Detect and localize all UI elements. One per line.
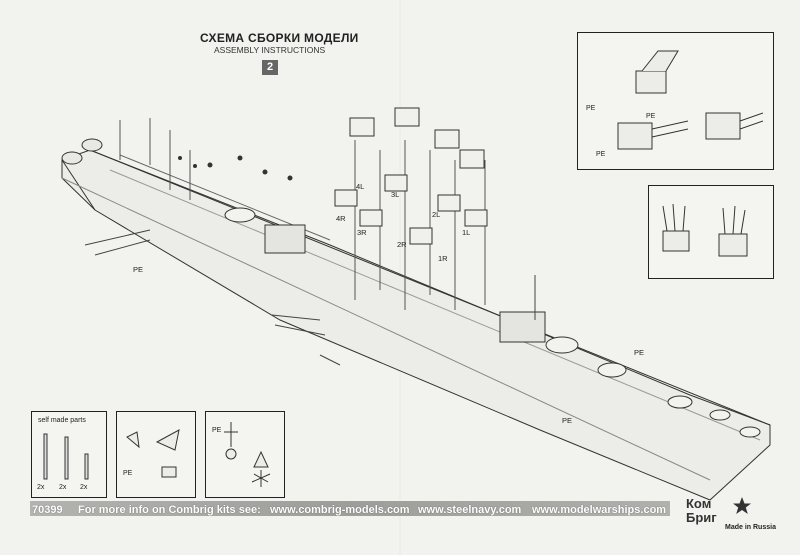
pe-parts-box-2: PE <box>205 411 285 498</box>
kit-number: 70399 <box>32 504 63 516</box>
pe-parts-box-1: PE <box>116 411 196 498</box>
footer-background <box>30 501 670 516</box>
pe-box-2-label: PE <box>212 427 222 434</box>
turret-detail-drawing <box>617 50 764 150</box>
turret-label-1l: 1L <box>462 228 471 237</box>
footer-link-steelnavy[interactable]: www.steelnavy.com <box>418 504 522 516</box>
inset-secondary-mounts <box>648 185 774 279</box>
inset-pe-label-1: PE <box>586 105 596 112</box>
turret-label-2l: 2L <box>432 210 441 219</box>
turret-label-4l: 4L <box>356 182 365 191</box>
turret-label-4r: 4R <box>336 214 346 223</box>
turret-label-2r: 2R <box>397 240 407 249</box>
pe-box-1-label: PE <box>123 470 133 477</box>
self-made-parts-title: self made parts <box>38 417 86 424</box>
step-number-badge: 2 <box>262 60 278 75</box>
self-made-parts-box: self made parts 2x 2x 2x <box>31 411 107 498</box>
logo-tagline: Made in Russia <box>725 524 776 531</box>
page-subtitle: ASSEMBLY INSTRUCTIONS <box>214 45 326 55</box>
rod-parts-drawing <box>43 433 89 480</box>
self-made-count-3: 2x <box>80 484 88 491</box>
inset-pe-label-2: PE <box>646 113 656 120</box>
turret-label-3r: 3R <box>357 228 367 237</box>
footer-bar: 70399 For more info on Combrig kits see:… <box>30 500 670 520</box>
footer-info-text: For more info on Combrig kits see: <box>78 504 261 516</box>
logo-line-2: Бриг <box>686 510 717 525</box>
page-title: СХЕМА СБОРКИ МОДЕЛИ <box>200 31 359 45</box>
pe-label-deck: PE <box>562 416 573 425</box>
self-made-count-1: 2x <box>37 484 45 491</box>
footer-link-modelwarships[interactable]: www.modelwarships.com <box>532 504 667 516</box>
self-made-count-2: 2x <box>59 484 67 491</box>
footer-link-combrig[interactable]: www.combrig-models.com <box>270 504 410 516</box>
star-icon <box>733 497 751 514</box>
turret-label-3l: 3L <box>391 190 400 199</box>
pe-label-bow: PE <box>634 348 645 357</box>
pe-parts-drawing-1 <box>126 429 180 478</box>
combrig-logo: Ком Бриг Made in Russia <box>680 496 780 536</box>
logo-line-1: Ком <box>686 496 712 511</box>
inset-pe-label-3: PE <box>596 151 606 158</box>
secondary-mount-drawing <box>662 203 748 257</box>
turret-label-1r: 1R <box>438 254 448 263</box>
pe-label-hull: PE <box>133 265 144 274</box>
pe-parts-drawing-2 <box>224 422 271 487</box>
inset-turret-detail: PE PE PE <box>577 32 774 170</box>
